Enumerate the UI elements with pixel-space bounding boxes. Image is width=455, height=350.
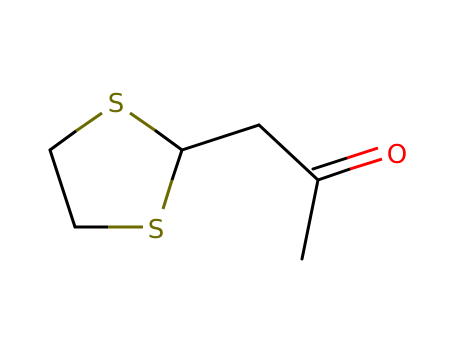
bond-ring-c4-s1: [48, 111, 103, 152]
bond-carbonyl-methyl: [300, 178, 320, 261]
bond-ring-c4-c5: [48, 148, 77, 229]
bond-ring-s1-c2: [129, 111, 184, 152]
bond-c2-ch2: [180, 123, 261, 152]
bond-ring-c2-s2: [161, 148, 184, 210]
atom-label-sulfur-2: S: [148, 215, 165, 245]
atom-label-oxygen: O: [387, 140, 407, 170]
bond-ch2-carbonyl: [257, 123, 320, 182]
atom-label-sulfur-1: S: [108, 89, 125, 119]
bond-carbonyl-double: [311, 146, 383, 182]
